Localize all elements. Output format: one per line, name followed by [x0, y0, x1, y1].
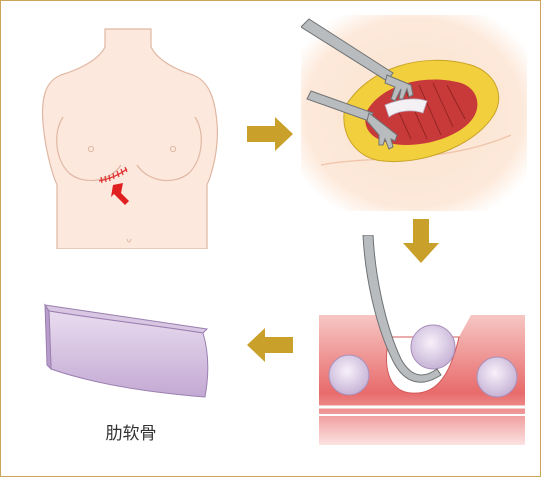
cartilage-caption: 肋软骨	[105, 424, 157, 444]
left-nipple	[87, 145, 95, 153]
upper-retractor	[301, 18, 414, 102]
arrow-down-icon	[403, 219, 439, 263]
cartilage-illustration	[43, 303, 209, 398]
right-breast-outline	[136, 116, 202, 182]
lifted-rib-section	[410, 324, 456, 370]
torso-illustration	[41, 28, 218, 249]
arrow-right-icon	[247, 117, 293, 151]
right-rib-section	[476, 356, 518, 398]
incision-suture	[98, 166, 128, 184]
exposed-rib	[384, 98, 428, 118]
retractor-illustration	[301, 15, 527, 211]
arrow-left-icon	[247, 328, 293, 362]
cartilage-end-face	[44, 303, 52, 371]
elevator-illustration	[319, 235, 525, 445]
elevator-instrument	[362, 235, 442, 383]
navel	[126, 238, 132, 243]
lower-retractor	[306, 90, 398, 150]
torso-body	[41, 28, 218, 249]
right-nipple	[169, 145, 177, 153]
left-breast-outline	[56, 116, 122, 182]
pointer-arrow-icon	[111, 183, 129, 205]
left-rib-section	[328, 354, 370, 396]
cartilage-block	[48, 310, 209, 398]
